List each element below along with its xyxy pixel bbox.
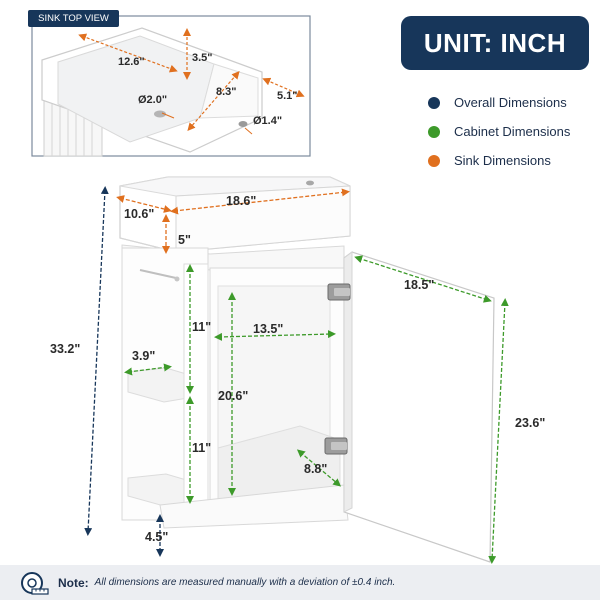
unit-banner: UNIT: INCH bbox=[401, 16, 589, 70]
topview-depth-label: 3.5" bbox=[192, 52, 213, 64]
tape-measure-icon bbox=[21, 571, 49, 595]
sink-width-label: 18.6" bbox=[226, 194, 257, 208]
legend-label-sink: Sink Dimensions bbox=[454, 153, 551, 168]
topview-length-label: 12.6" bbox=[118, 56, 145, 68]
sink-depth-label: 10.6" bbox=[124, 207, 155, 221]
door-height-label: 23.6" bbox=[515, 416, 546, 430]
note-label: Note: bbox=[58, 575, 89, 590]
opening-height-label: 20.6" bbox=[218, 389, 249, 403]
legend-dot-sink bbox=[428, 154, 440, 167]
legend-label-overall: Overall Dimensions bbox=[454, 95, 567, 110]
overall-height-label: 33.2" bbox=[50, 342, 81, 356]
inner-depth-label: 8.8" bbox=[304, 462, 328, 476]
sink-height-label: 5" bbox=[178, 233, 191, 247]
base-height-label: 4.5" bbox=[145, 530, 169, 544]
legend-item-sink: Sink Dimensions bbox=[428, 146, 570, 175]
dimension-lines bbox=[84, 186, 509, 564]
shelf-height-top-label: 11" bbox=[192, 320, 212, 334]
note-text: All dimensions are measured manually wit… bbox=[94, 577, 396, 588]
sink-top-view-inset bbox=[31, 15, 311, 157]
legend: Overall Dimensions Cabinet Dimensions Si… bbox=[428, 88, 570, 175]
vanity-cabinet bbox=[119, 176, 495, 563]
shelf-width-label: 3.9" bbox=[132, 349, 156, 363]
opening-width-label: 13.5" bbox=[253, 322, 284, 336]
shelf-height-bottom-label: 11" bbox=[192, 441, 212, 455]
door-width-label: 18.5" bbox=[404, 278, 435, 292]
topview-faucet-hole-label: Ø1.4" bbox=[253, 115, 283, 127]
note-bar: Note: All dimensions are measured manual… bbox=[0, 565, 600, 600]
sink-top-view-label: SINK TOP VIEW bbox=[28, 10, 119, 27]
topview-drain-label: Ø2.0" bbox=[138, 94, 168, 106]
legend-dot-cabinet bbox=[428, 125, 440, 138]
topview-edge-label: 5.1" bbox=[277, 90, 298, 102]
topview-width-label: 8.3" bbox=[216, 86, 237, 98]
legend-item-overall: Overall Dimensions bbox=[428, 88, 570, 117]
legend-label-cabinet: Cabinet Dimensions bbox=[454, 124, 571, 139]
legend-item-cabinet: Cabinet Dimensions bbox=[428, 117, 570, 146]
legend-dot-overall bbox=[428, 96, 440, 109]
